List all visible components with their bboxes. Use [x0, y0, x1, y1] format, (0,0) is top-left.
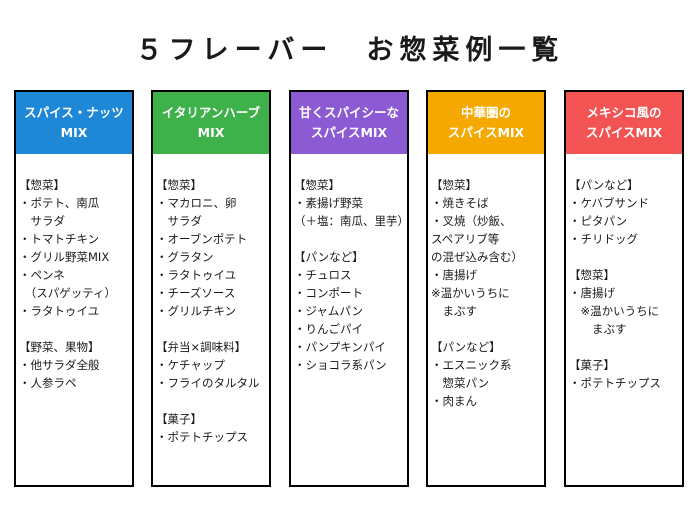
list-item — [156, 392, 269, 410]
list-item: ・ペンネ — [19, 268, 65, 282]
category-heading: 【惣菜】 — [19, 178, 65, 192]
category-heading: 【惣菜】 — [156, 178, 202, 192]
flavor-card-title-line: メキシコ風の — [586, 105, 662, 120]
category-heading: 【惣菜】 — [294, 178, 340, 192]
list-item: ・ラタトゥイユ — [19, 304, 100, 318]
list-item: ・ポテトチップス — [569, 376, 661, 390]
list-item: ・グリル野菜MIX — [19, 250, 110, 264]
list-item: ・チリドッグ — [569, 232, 638, 246]
list-item: ・唐揚げ — [569, 286, 615, 300]
list-item: ・グラタン — [156, 250, 214, 264]
flavor-card-title-line: イタリアンハーブ — [161, 105, 261, 120]
category-heading: 【弁当×調味料】 — [156, 340, 247, 354]
list-item: サラダ — [19, 214, 65, 228]
list-item: ・コンポート — [294, 286, 363, 300]
list-item — [294, 230, 407, 248]
category-heading: 【パンなど】 — [431, 340, 501, 354]
list-item: ・ラタトゥイユ — [156, 268, 237, 282]
flavor-card-body: 【惣菜】・焼きそば・叉焼（炒飯、スペアリブ等の混ぜ込み含む） ・唐揚げ ※温かいうち… — [428, 154, 544, 410]
list-item: ・オーブンポテト — [156, 232, 248, 246]
list-item: ※温かいうちに — [569, 304, 660, 318]
list-item — [19, 320, 132, 338]
page-title: ５フレーバー お惣菜例一覧 — [135, 35, 565, 66]
flavor-card: スパイス・ナッツ MIX 【惣菜】・ポテト、南瓜 サラダ・トマトチキン・グリル野菜M… — [14, 90, 134, 487]
flavor-card: 中華圏のスパイスMIX【惣菜】・焼きそば・叉焼（炒飯、スペアリブ等の混ぜ込み含む… — [426, 90, 546, 487]
list-item: ・ケバブサンド — [569, 196, 650, 210]
list-item: ・肉まん — [431, 394, 477, 408]
flavor-card-title-line: スパイスMIX — [447, 125, 525, 140]
list-item: ・チュロス — [294, 268, 352, 282]
category-heading: 【パンなど】 — [294, 250, 364, 264]
flavor-card-title-line: MIX — [197, 125, 225, 140]
flavor-card-header: イタリアンハーブ MIX — [153, 92, 269, 154]
list-item: まぶす — [569, 322, 627, 336]
list-item: ・叉焼（炒飯、 — [431, 214, 512, 228]
flavor-card: イタリアンハーブ MIX 【惣菜】・マカロニ、卵 サラダ・オーブンポテト・グラタン・… — [151, 90, 271, 487]
flavor-card-title-line: 甘くスパイシーな — [298, 105, 399, 120]
flavor-card: メキシコ風のスパイスMIX【パンなど】・ケバブサンド・ピタパン・チリドッグ【惣菜… — [564, 90, 684, 487]
list-item: ・チーズソース — [156, 286, 236, 300]
flavor-card-title-line: MIX — [60, 125, 88, 140]
list-item: ・他サラダ全般 — [19, 358, 100, 372]
flavor-card-body: 【惣菜】・素揚げ野菜 （＋塩：南瓜、里芋） 【パンなど】・チュロス・コンポート・ジャ… — [291, 154, 409, 374]
list-item: の混ぜ込み含む） — [431, 250, 523, 264]
list-item: ・ピタパン — [569, 214, 628, 228]
list-item: ・パンプキンパイ — [294, 340, 386, 354]
category-heading: 【パンなど】 — [569, 178, 639, 192]
list-item: ・ジャムパン — [294, 304, 363, 318]
list-item — [569, 248, 682, 266]
flavor-card-title-line: スパイス・ナッツ — [24, 105, 124, 120]
list-item: ・フライのタルタル — [156, 376, 260, 390]
flavor-card-header: メキシコ風のスパイスMIX — [566, 92, 682, 154]
list-item: ・ポテトチップス — [156, 430, 248, 444]
flavor-card: 甘くスパイシーなスパイスMIX 【惣菜】・素揚げ野菜 （＋塩：南瓜、里芋） 【パンなど… — [289, 90, 409, 487]
flavor-card-body: 【惣菜】・ポテト、南瓜 サラダ・トマトチキン・グリル野菜MIX ・ペンネ （スパゲ… — [16, 154, 132, 392]
flavor-card-title-line: 中華圏の — [460, 105, 511, 120]
list-item: サラダ — [156, 214, 202, 228]
list-item: ・りんごパイ — [294, 322, 363, 336]
list-item — [569, 338, 682, 356]
list-item — [431, 320, 544, 338]
category-heading: 【野菜、果物】 — [19, 340, 100, 354]
category-heading: 【菓子】 — [569, 358, 615, 372]
flavor-card-header: 中華圏のスパイスMIX — [428, 92, 544, 154]
list-item: ・人参ラペ — [19, 376, 77, 390]
list-item — [156, 320, 269, 338]
list-item: ※温かいうちに — [431, 286, 510, 300]
list-item: ・ポテト、南瓜 — [19, 196, 100, 210]
list-item: ・エスニック系 — [431, 358, 512, 372]
list-item: ・グリルチキン — [156, 304, 237, 318]
category-heading: 【菓子】 — [156, 412, 202, 426]
list-item: （＋塩：南瓜、里芋） — [294, 214, 409, 228]
list-item: ・トマトチキン — [19, 232, 100, 246]
flavor-card-body: 【パンなど】・ケバブサンド・ピタパン・チリドッグ【惣菜】・唐揚げ ※温かいうちに… — [566, 154, 682, 392]
list-item: まぶす — [431, 304, 477, 318]
category-heading: 【惣菜】 — [569, 268, 615, 282]
list-item: ・ケチャップ — [156, 358, 225, 372]
list-item: ・ショコラ系パン — [294, 358, 387, 372]
category-heading: 【惣菜】 — [431, 178, 477, 192]
list-item: ・マカロニ、卵 — [156, 196, 237, 210]
list-item: ・唐揚げ — [431, 268, 477, 282]
list-item: ・素揚げ野菜 — [294, 196, 363, 210]
flavor-card-header: スパイス・ナッツ MIX — [16, 92, 132, 154]
list-item: ・焼きそば — [431, 196, 489, 210]
list-item: スペアリブ等 — [431, 232, 500, 246]
flavor-card-title-line: スパイスMIX — [310, 125, 388, 140]
flavor-card-body: 【惣菜】・マカロニ、卵 サラダ・オーブンポテト・グラタン・ラタトゥイユ・チーズソ… — [153, 154, 269, 446]
flavor-card-title-line: スパイスMIX — [585, 125, 663, 140]
list-item: 惣菜パン — [431, 376, 490, 390]
list-item: （スパゲッティ） — [19, 286, 117, 300]
flavor-card-header: 甘くスパイシーなスパイスMIX — [291, 92, 407, 154]
